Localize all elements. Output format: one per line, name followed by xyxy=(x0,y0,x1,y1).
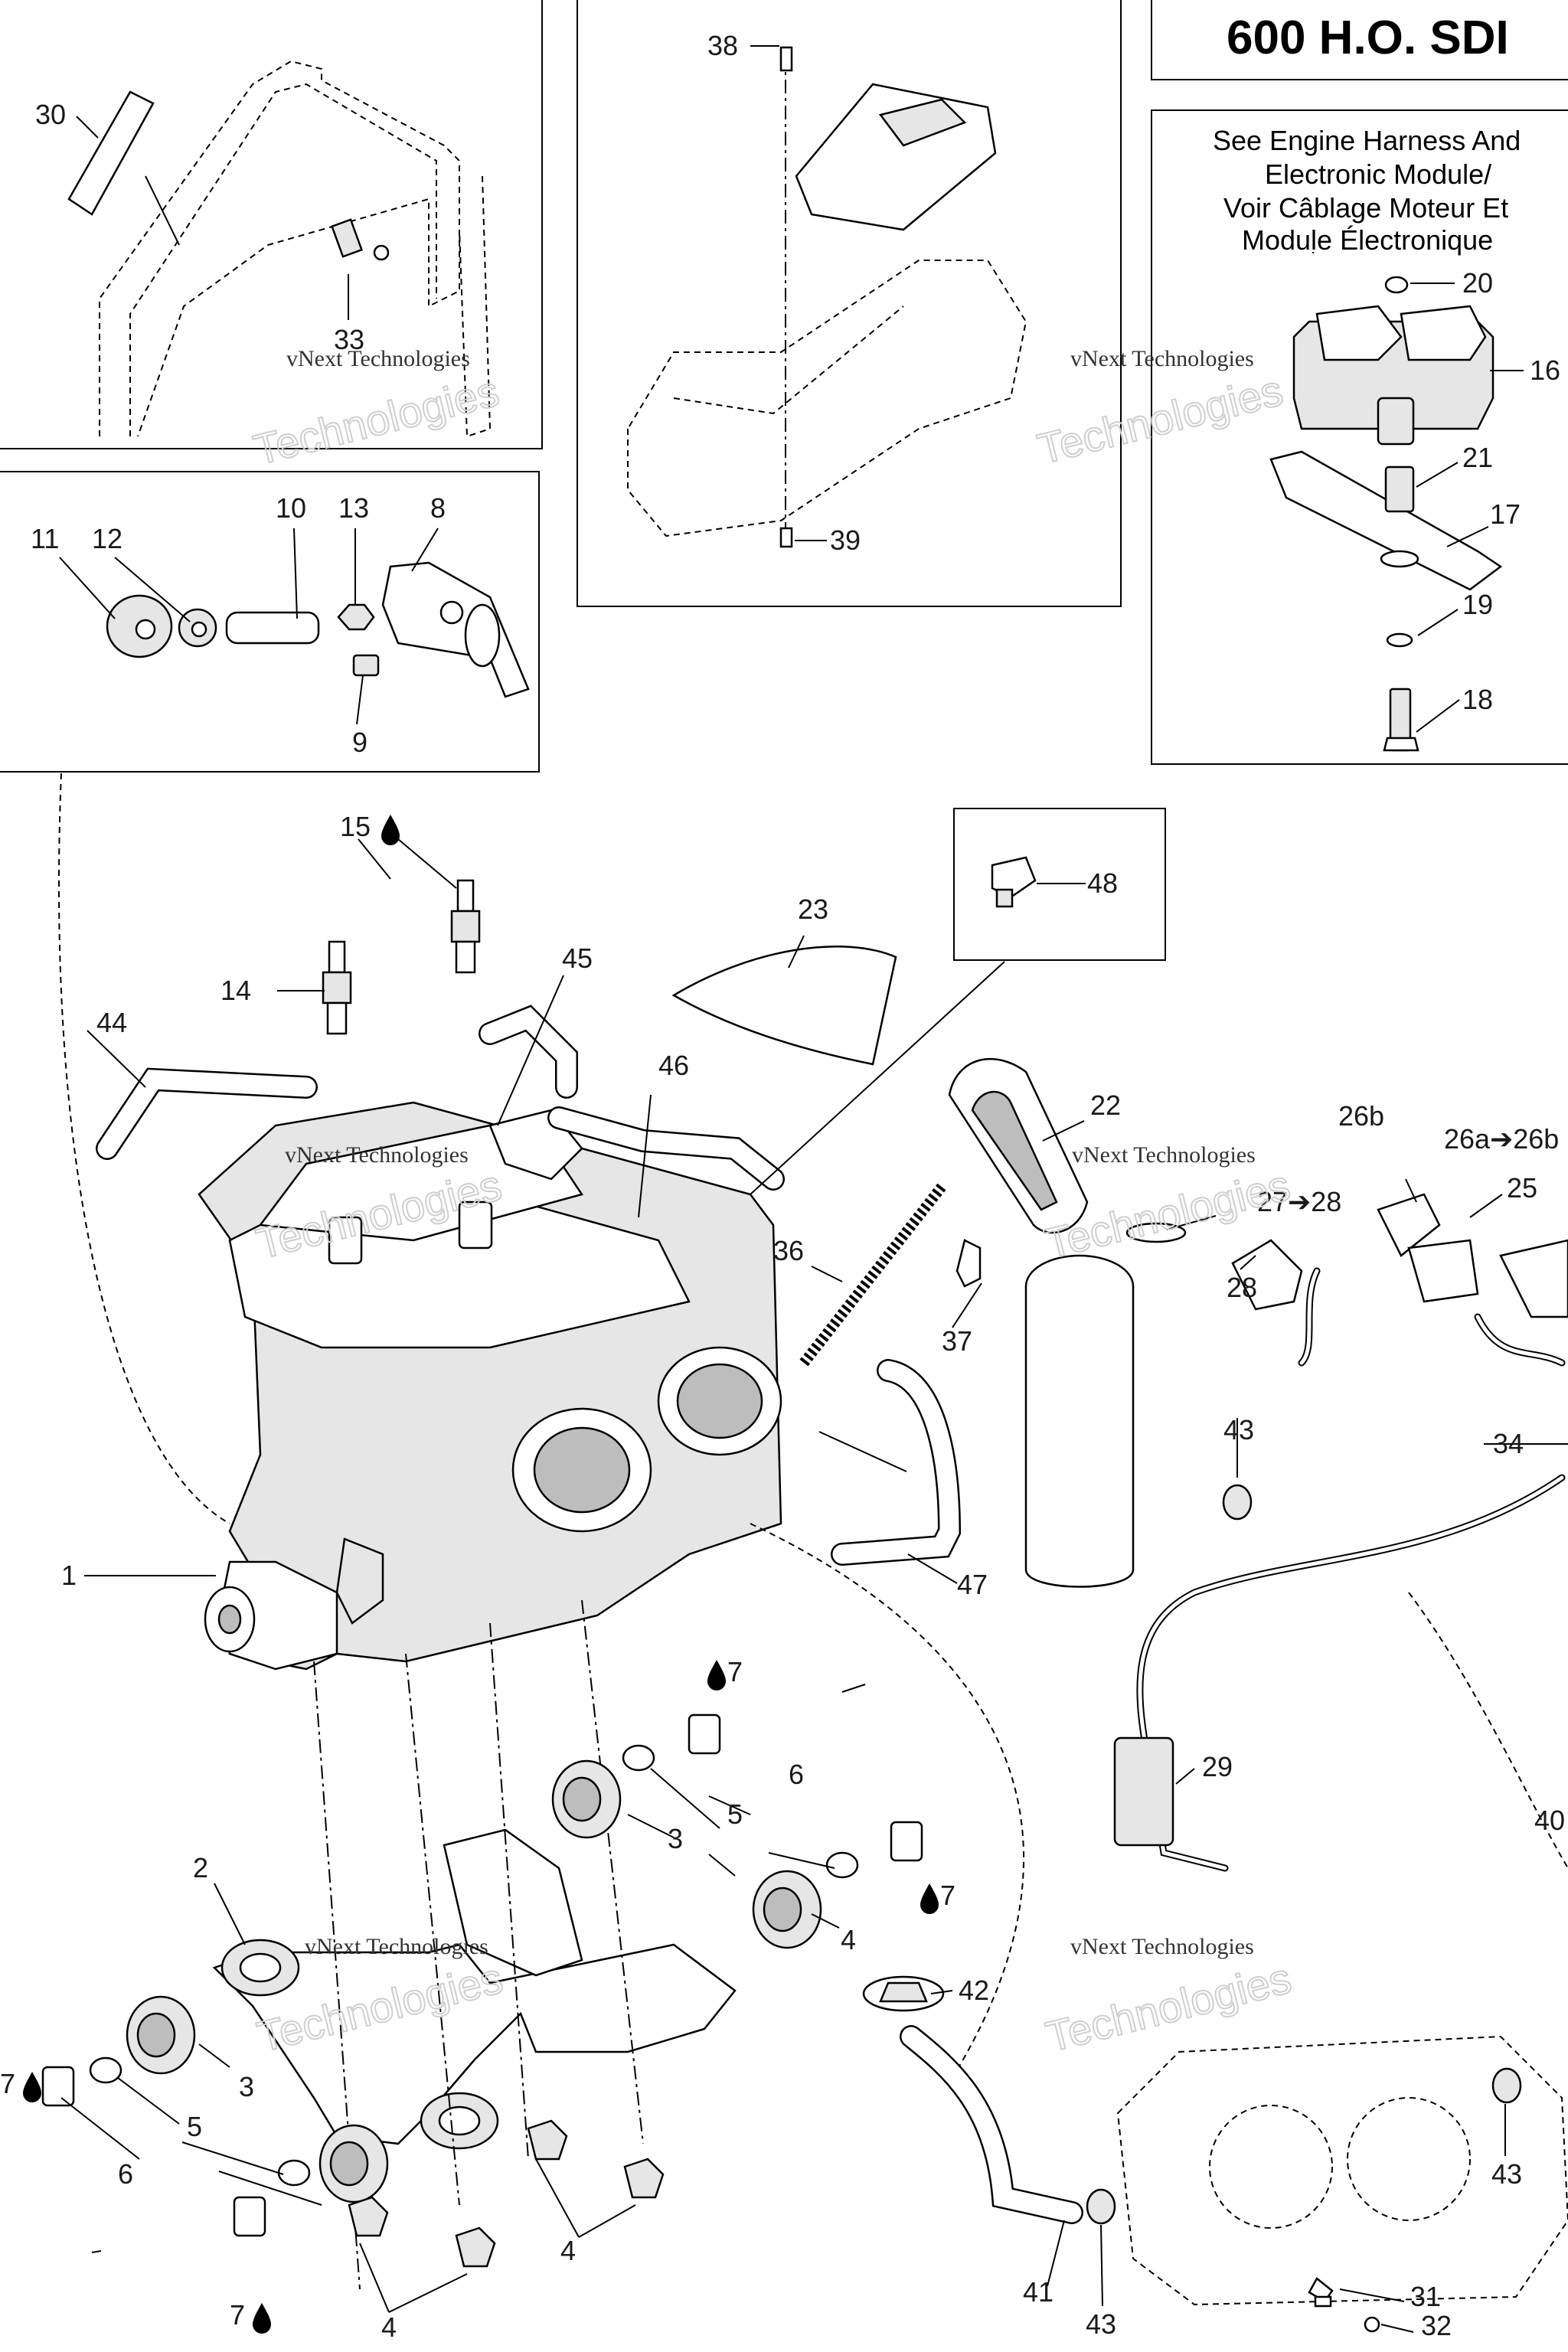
callout-8: 8 xyxy=(430,492,446,524)
callout-1: 1 xyxy=(61,1560,77,1591)
droplet-icon xyxy=(381,815,400,845)
watermark-logo: Technologies xyxy=(1033,366,1287,473)
callout-29: 29 xyxy=(1202,1751,1233,1782)
callout-17: 17 xyxy=(1490,498,1521,530)
callout-36: 36 xyxy=(773,1235,804,1266)
droplet-icon xyxy=(920,1883,939,1914)
callout-6: 6 xyxy=(789,1759,804,1790)
callout-2: 2 xyxy=(193,1852,208,1883)
callout-39: 39 xyxy=(830,524,861,556)
callout-26b: 26b xyxy=(1338,1100,1384,1132)
callout-46: 46 xyxy=(658,1050,689,1081)
callout-45: 45 xyxy=(562,942,593,974)
callout-20: 20 xyxy=(1462,267,1493,299)
mounting-plate xyxy=(212,1599,737,2290)
callout-32: 32 xyxy=(1421,2310,1452,2341)
callout-7: 7 xyxy=(0,2068,15,2099)
callout-7: 7 xyxy=(230,2299,245,2331)
watermark-logo: Technologies xyxy=(1041,1954,1295,2061)
inset-steering-frame xyxy=(67,60,492,438)
inset-frames xyxy=(0,0,1568,961)
inset-engine-mount-parts xyxy=(106,561,530,698)
callout-3: 3 xyxy=(668,1823,683,1854)
callout-12: 12 xyxy=(92,523,122,554)
callout-31: 31 xyxy=(1410,2281,1441,2312)
droplet-icon xyxy=(23,2072,41,2102)
callout-23: 23 xyxy=(798,893,828,925)
callout-47: 47 xyxy=(957,1569,988,1600)
callout-4: 4 xyxy=(560,2235,576,2266)
callout-15: 15 xyxy=(340,811,371,842)
callout-9: 9 xyxy=(352,727,368,758)
watermark-text: vNext Technologies xyxy=(1072,1142,1256,1168)
callout-5: 5 xyxy=(187,2111,202,2142)
callout-37: 37 xyxy=(942,1325,972,1357)
callout-34: 34 xyxy=(1493,1428,1524,1459)
callout-7: 7 xyxy=(940,1880,956,1911)
callout-44: 44 xyxy=(96,1007,127,1038)
callout-30: 30 xyxy=(35,99,66,130)
callout-14: 14 xyxy=(220,975,251,1006)
callout-4: 4 xyxy=(381,2311,397,2343)
callout-21: 21 xyxy=(1462,442,1493,473)
watermark-logo: Technologies xyxy=(249,367,503,474)
callout-22: 22 xyxy=(1090,1089,1121,1121)
callout-33: 33 xyxy=(334,324,364,355)
callout-labels: 1 2 3 3 4 4 4 5 5 6 6 7 7 7 7 8 9 10 11 … xyxy=(0,30,1565,2343)
module-note-line-4: Module Électronique xyxy=(1242,224,1493,256)
callout-48: 48 xyxy=(1087,867,1118,899)
wiring-harness xyxy=(1113,1267,1568,1872)
callout-28: 28 xyxy=(1227,1272,1257,1303)
hoses xyxy=(96,1004,1083,2224)
watermark-text: vNext Technologies xyxy=(1070,346,1254,371)
callout-16: 16 xyxy=(1530,354,1560,386)
callout-27: 27➔28 xyxy=(1257,1186,1341,1217)
callout-11: 11 xyxy=(31,523,59,554)
leader-lines xyxy=(59,45,1568,2333)
droplet-icon xyxy=(707,1660,726,1690)
callout-25: 25 xyxy=(1507,1172,1537,1204)
callout-18: 18 xyxy=(1462,684,1493,715)
callout-7: 7 xyxy=(727,1656,743,1687)
spark-plugs xyxy=(322,879,481,1035)
inset-electronic-module xyxy=(1269,276,1503,752)
oil-droplet-icons xyxy=(23,815,939,2334)
module-note-line-1: See Engine Harness And xyxy=(1213,125,1521,156)
rubber-mounts xyxy=(41,1713,923,2268)
callout-13: 13 xyxy=(338,492,369,524)
callout-40: 40 xyxy=(1534,1805,1565,1836)
watermark-text: vNext Technologies xyxy=(285,1142,469,1168)
module-note-line-3: Voir Câblage Moteur Et xyxy=(1223,192,1508,224)
muffler-parts xyxy=(671,946,1568,1588)
watermark-text: vNext Technologies xyxy=(1070,1934,1254,1959)
module-note-line-2: Electronic Module/ xyxy=(1265,158,1491,190)
callout-26a: 26a➔26b xyxy=(1444,1123,1559,1155)
callout-5: 5 xyxy=(727,1798,743,1830)
callout-38: 38 xyxy=(707,30,738,61)
title-box: 600 H.O. SDI xyxy=(1151,0,1568,80)
callout-3: 3 xyxy=(239,2071,254,2102)
lower-ghost-engine xyxy=(862,1484,1568,2333)
callout-43: 43 xyxy=(1491,2158,1522,2190)
module-note: See Engine Harness And Electronic Module… xyxy=(1213,125,1521,256)
callout-41: 41 xyxy=(1023,2276,1054,2308)
callout-6: 6 xyxy=(118,2158,133,2190)
engine-block xyxy=(58,773,1025,2083)
callout-43: 43 xyxy=(1086,2308,1116,2340)
callout-19: 19 xyxy=(1462,589,1493,620)
diagram-title: 600 H.O. SDI xyxy=(1227,11,1509,64)
droplet-icon xyxy=(253,2303,271,2334)
callout-42: 42 xyxy=(959,1975,989,2006)
watermark-text: vNext Technologies xyxy=(286,346,470,371)
inset-bracket xyxy=(627,46,1027,548)
callout-43: 43 xyxy=(1223,1414,1254,1446)
watermark-text: vNext Technologies xyxy=(305,1934,488,1959)
callout-10: 10 xyxy=(276,492,306,524)
callout-4: 4 xyxy=(841,1924,856,1955)
inset-clip-48 xyxy=(991,856,1037,908)
